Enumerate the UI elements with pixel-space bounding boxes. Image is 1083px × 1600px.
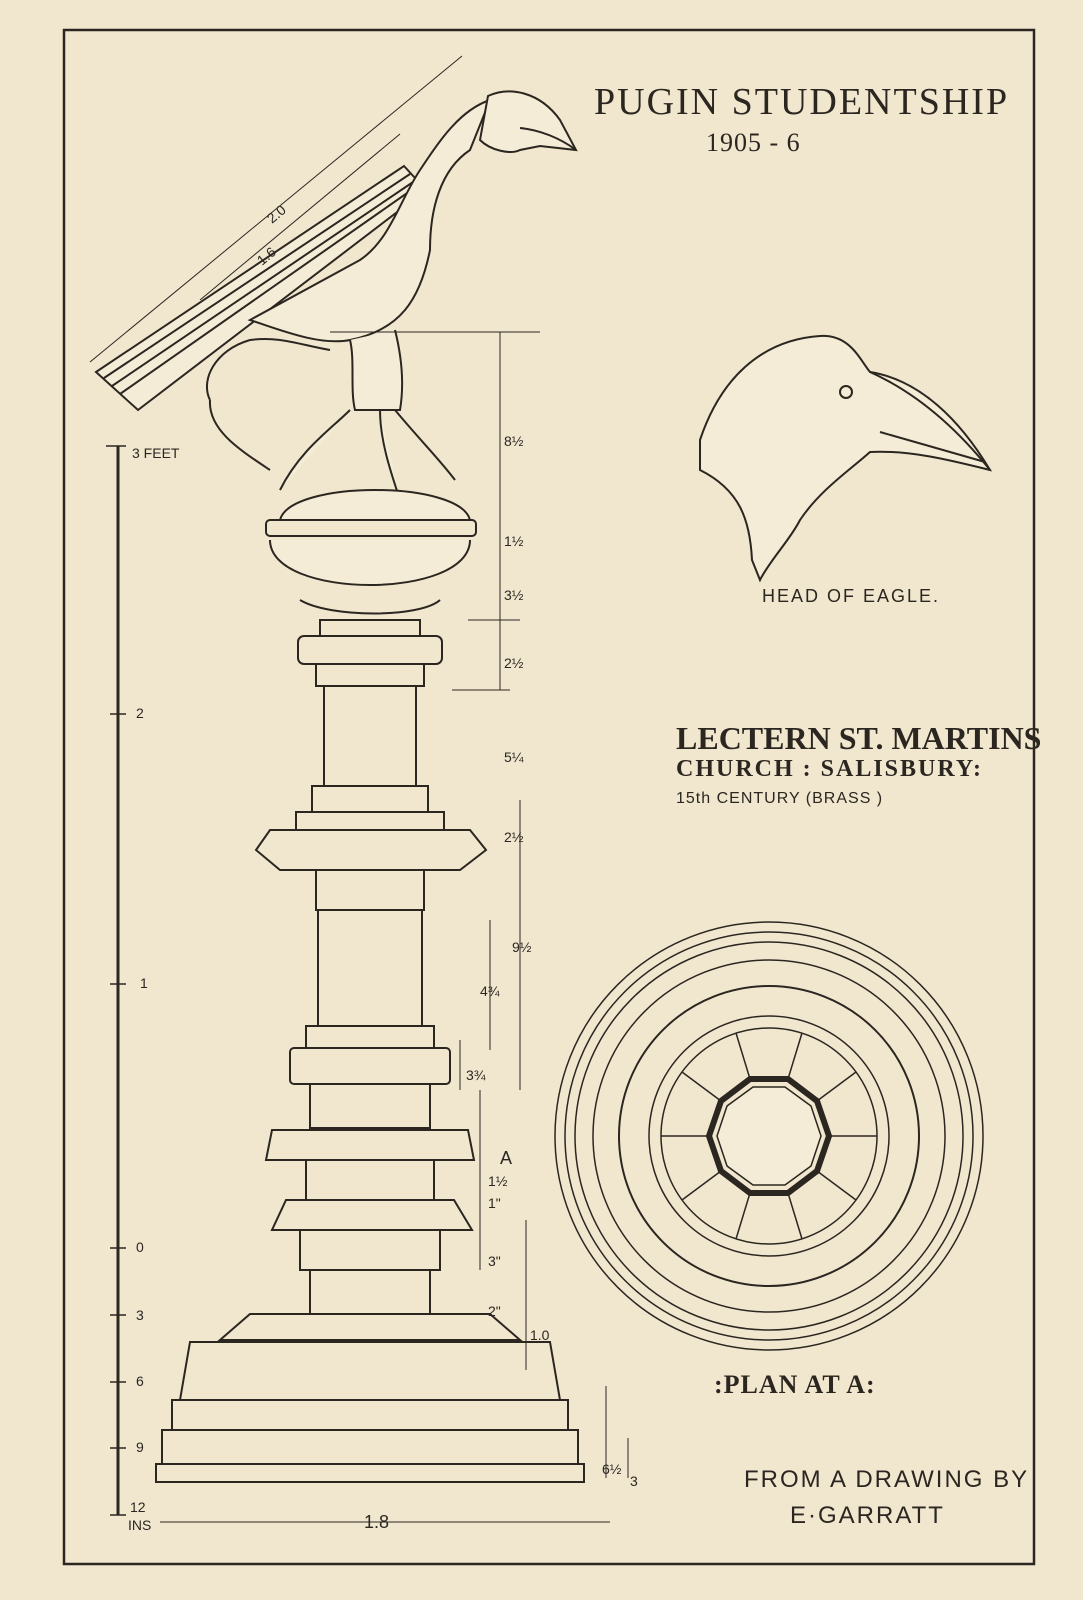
desk-dim-short xyxy=(199,133,401,301)
scale-mark-2: 2 xyxy=(136,705,144,721)
lectern-subtitle: 15th CENTURY (BRASS ) xyxy=(676,790,884,807)
book-rest xyxy=(94,164,428,412)
dim-3: 2½ xyxy=(504,655,524,671)
scale-top-label: 3 FEET xyxy=(132,445,180,461)
dim-10: 1" xyxy=(488,1195,501,1211)
dim-12: 2" xyxy=(488,1303,501,1319)
scale-inch-12: 12 xyxy=(130,1499,146,1515)
dim-14: 6½ xyxy=(602,1461,622,1477)
lectern-title-line-1: LECTERN ST. MARTINS xyxy=(676,720,1042,756)
eagle-head-caption: HEAD OF EAGLE. xyxy=(762,586,941,606)
dim-base-width: 1.8 xyxy=(364,1512,389,1532)
dim-6: 9½ xyxy=(512,939,532,955)
lectern-title-line-2: CHURCH : SALISBURY: xyxy=(676,756,983,782)
lectern-elevation xyxy=(89,55,585,1483)
globe xyxy=(278,489,472,521)
page-title: PUGIN STUDENTSHIP xyxy=(594,81,1010,123)
scale-inch-3: 3 xyxy=(136,1307,144,1323)
scale-bottom-label: INS xyxy=(128,1517,151,1533)
dim-2: 3½ xyxy=(504,587,524,603)
scale-mark-1: 1 xyxy=(140,975,148,991)
dim-9: 1½ xyxy=(488,1173,508,1189)
dim-11: 3" xyxy=(488,1253,501,1269)
scale-inch-6: 6 xyxy=(136,1373,144,1389)
dim-13: 1.0 xyxy=(530,1327,550,1343)
dim-5: 2½ xyxy=(504,829,524,845)
dim-1: 1½ xyxy=(504,533,524,549)
dim-15: 3 xyxy=(630,1473,638,1489)
scale-mark-0: 0 xyxy=(136,1239,144,1255)
eagle-head-sketch xyxy=(699,334,993,583)
scale-inch-9: 9 xyxy=(136,1439,144,1455)
dim-4: 5¼ xyxy=(504,749,524,765)
dim-eagle-height: 8½ xyxy=(504,433,524,449)
section-mark-a: A xyxy=(500,1148,512,1168)
credit-line-2: E·GARRATT xyxy=(790,1502,945,1529)
dim-7: 4¾ xyxy=(480,983,500,999)
dim-8: 3¾ xyxy=(466,1067,486,1083)
dim-desk-long: 2.0 xyxy=(264,201,289,226)
plan-caption: :PLAN AT A: xyxy=(714,1370,876,1399)
credit-line-1: FROM A DRAWING BY xyxy=(744,1466,1030,1493)
eagle-figure xyxy=(205,90,578,501)
sheet-border xyxy=(62,28,1036,1566)
column xyxy=(155,619,585,1483)
dimension-lines xyxy=(160,331,629,1523)
title-years: 1905 - 6 xyxy=(706,128,801,157)
plan-at-a xyxy=(554,921,984,1351)
desk-dim-long xyxy=(89,55,463,363)
scale-bar xyxy=(106,445,126,1516)
